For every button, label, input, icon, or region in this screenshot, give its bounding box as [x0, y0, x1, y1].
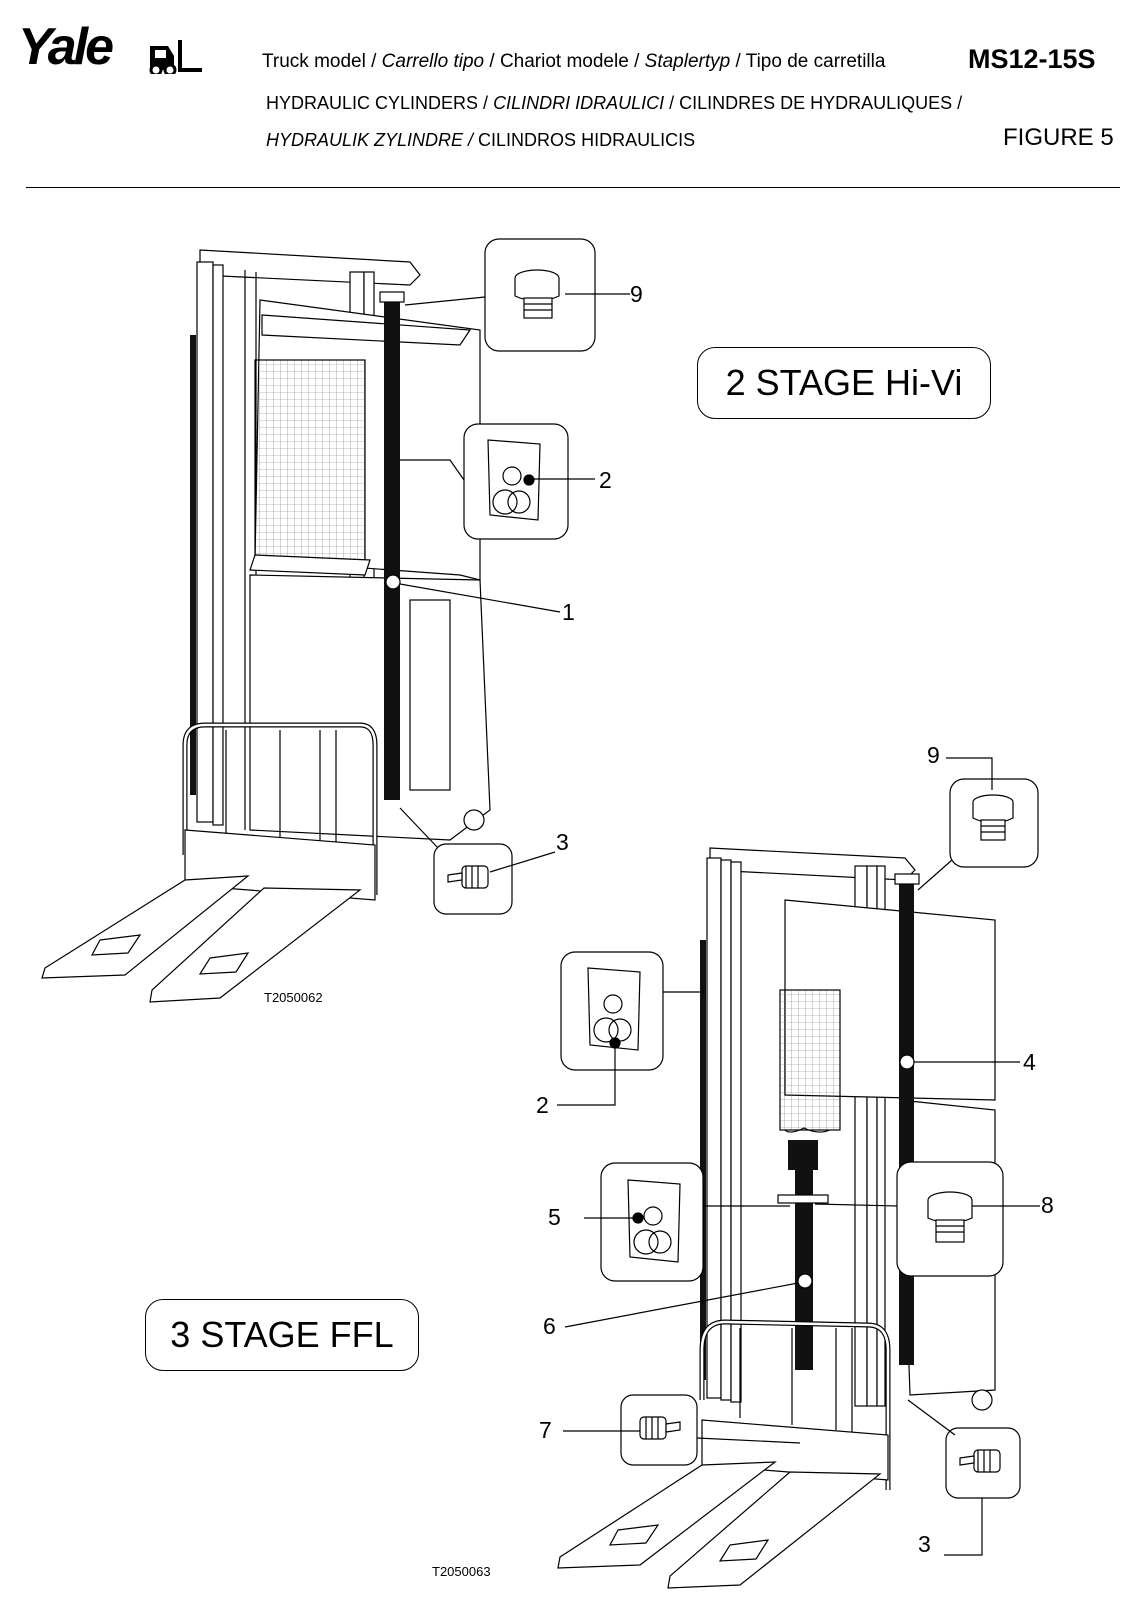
forklift-logo-icon [149, 40, 202, 74]
section-title-line: HYDRAULIC CYLINDERS / CILINDRI IDRAULICI… [266, 93, 963, 113]
inset-part-3-top [399, 807, 556, 915]
callout-3-bottom: 3 [918, 1531, 931, 1557]
callout-7: 7 [539, 1417, 552, 1443]
drawing-code-top: T2050062 [264, 990, 323, 1005]
callout-1: 1 [562, 599, 575, 625]
section-title-line-2: HYDRAULIK ZYLINDRE / CILINDROS HIDRAULIC… [266, 130, 696, 150]
drawing-code-bottom: T2050063 [432, 1564, 491, 1579]
callout-4: 4 [1023, 1049, 1036, 1075]
inset-part-3-bottom [907, 1399, 1021, 1556]
two-stage-label: 2 STAGE Hi-Vi [697, 347, 991, 419]
leader-part-4 [899, 1054, 1020, 1070]
truck-model-line: Truck model / Carrello tipo / Chariot mo… [262, 51, 886, 72]
inset-part-7-bottom [563, 1394, 801, 1466]
inset-part-9-bottom [917, 757, 1039, 891]
callout-9-bottom: 9 [927, 742, 940, 768]
callout-3-top: 3 [556, 829, 569, 855]
inset-part-8-bottom [814, 1161, 1040, 1277]
callout-2-bottom: 2 [536, 1092, 549, 1118]
callout-8: 8 [1041, 1192, 1054, 1218]
brand-name: Yale [18, 18, 114, 76]
three-stage-truck-drawing [557, 847, 996, 1589]
callout-5: 5 [548, 1204, 561, 1230]
inset-part-2-top [400, 423, 595, 540]
yale-logo: Yale [18, 18, 208, 80]
inset-part-2-bottom [557, 951, 706, 1106]
model-number: MS12-15S [968, 44, 1096, 74]
callout-9-top: 9 [630, 281, 643, 307]
header-divider [26, 187, 1120, 188]
three-stage-label: 3 STAGE FFL [145, 1299, 419, 1371]
inset-part-9-top [404, 238, 630, 352]
leader-part-1 [385, 574, 561, 613]
callout-6: 6 [543, 1313, 556, 1339]
callout-2-top: 2 [599, 467, 612, 493]
figure-number: FIGURE 5 [1003, 124, 1114, 151]
inset-part-5-bottom [584, 1162, 790, 1282]
two-stage-truck-drawing [41, 249, 491, 1003]
leader-part-6 [564, 1273, 813, 1328]
